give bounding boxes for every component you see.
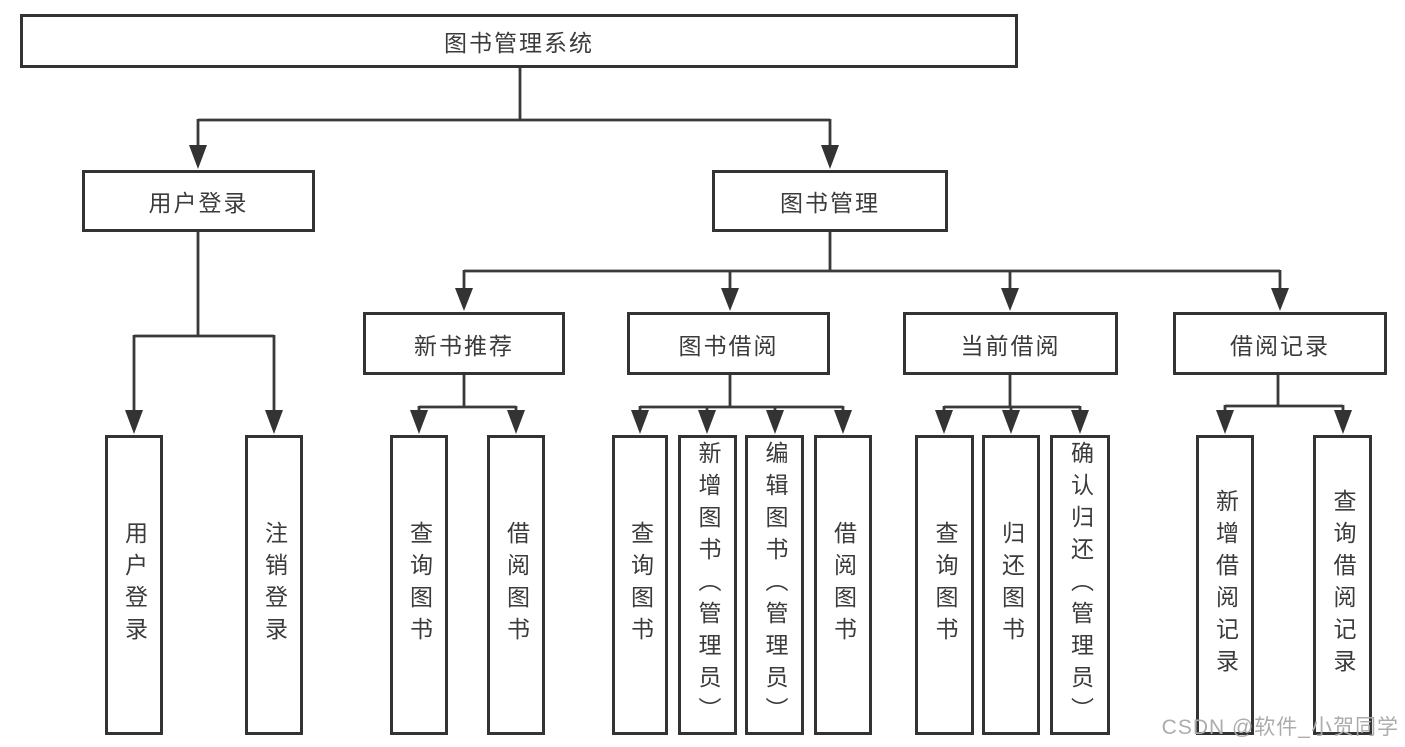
leaf-add-borrow-record: 新增借阅记录 bbox=[1196, 435, 1254, 735]
connector-arrowheads bbox=[125, 145, 1352, 434]
leaf-query-books-current: 查询图书 bbox=[915, 435, 974, 735]
node-library-management-system: 图书管理系统 bbox=[20, 14, 1018, 68]
leaf-query-books-borrowing: 查询图书 bbox=[612, 435, 668, 735]
leaf-add-books-admin: 新增图书（管理员） bbox=[678, 435, 737, 735]
watermark: CSDN @软件_小贺同学 bbox=[1161, 716, 1399, 739]
leaf-confirm-return-admin: 确认归还（管理员） bbox=[1050, 435, 1110, 735]
leaf-borrow-books-recommend: 借阅图书 bbox=[487, 435, 545, 735]
leaf-user-login: 用户登录 bbox=[105, 435, 163, 735]
node-user-login: 用户登录 bbox=[82, 170, 315, 232]
leaf-query-books-recommend: 查询图书 bbox=[390, 435, 448, 735]
node-current-borrowing: 当前借阅 bbox=[903, 312, 1118, 375]
node-borrowing-records: 借阅记录 bbox=[1173, 312, 1387, 375]
leaf-logout: 注销登录 bbox=[245, 435, 303, 735]
leaf-borrow-books-borrowing: 借阅图书 bbox=[814, 435, 872, 735]
leaf-query-borrow-record: 查询借阅记录 bbox=[1313, 435, 1372, 735]
node-book-borrowing: 图书借阅 bbox=[627, 312, 830, 375]
node-new-book-recommendation: 新书推荐 bbox=[363, 312, 565, 375]
node-book-management: 图书管理 bbox=[712, 170, 948, 232]
leaf-edit-books-admin: 编辑图书（管理员） bbox=[745, 435, 804, 735]
leaf-return-books: 归还图书 bbox=[982, 435, 1040, 735]
connector-lines bbox=[132, 66, 1345, 413]
